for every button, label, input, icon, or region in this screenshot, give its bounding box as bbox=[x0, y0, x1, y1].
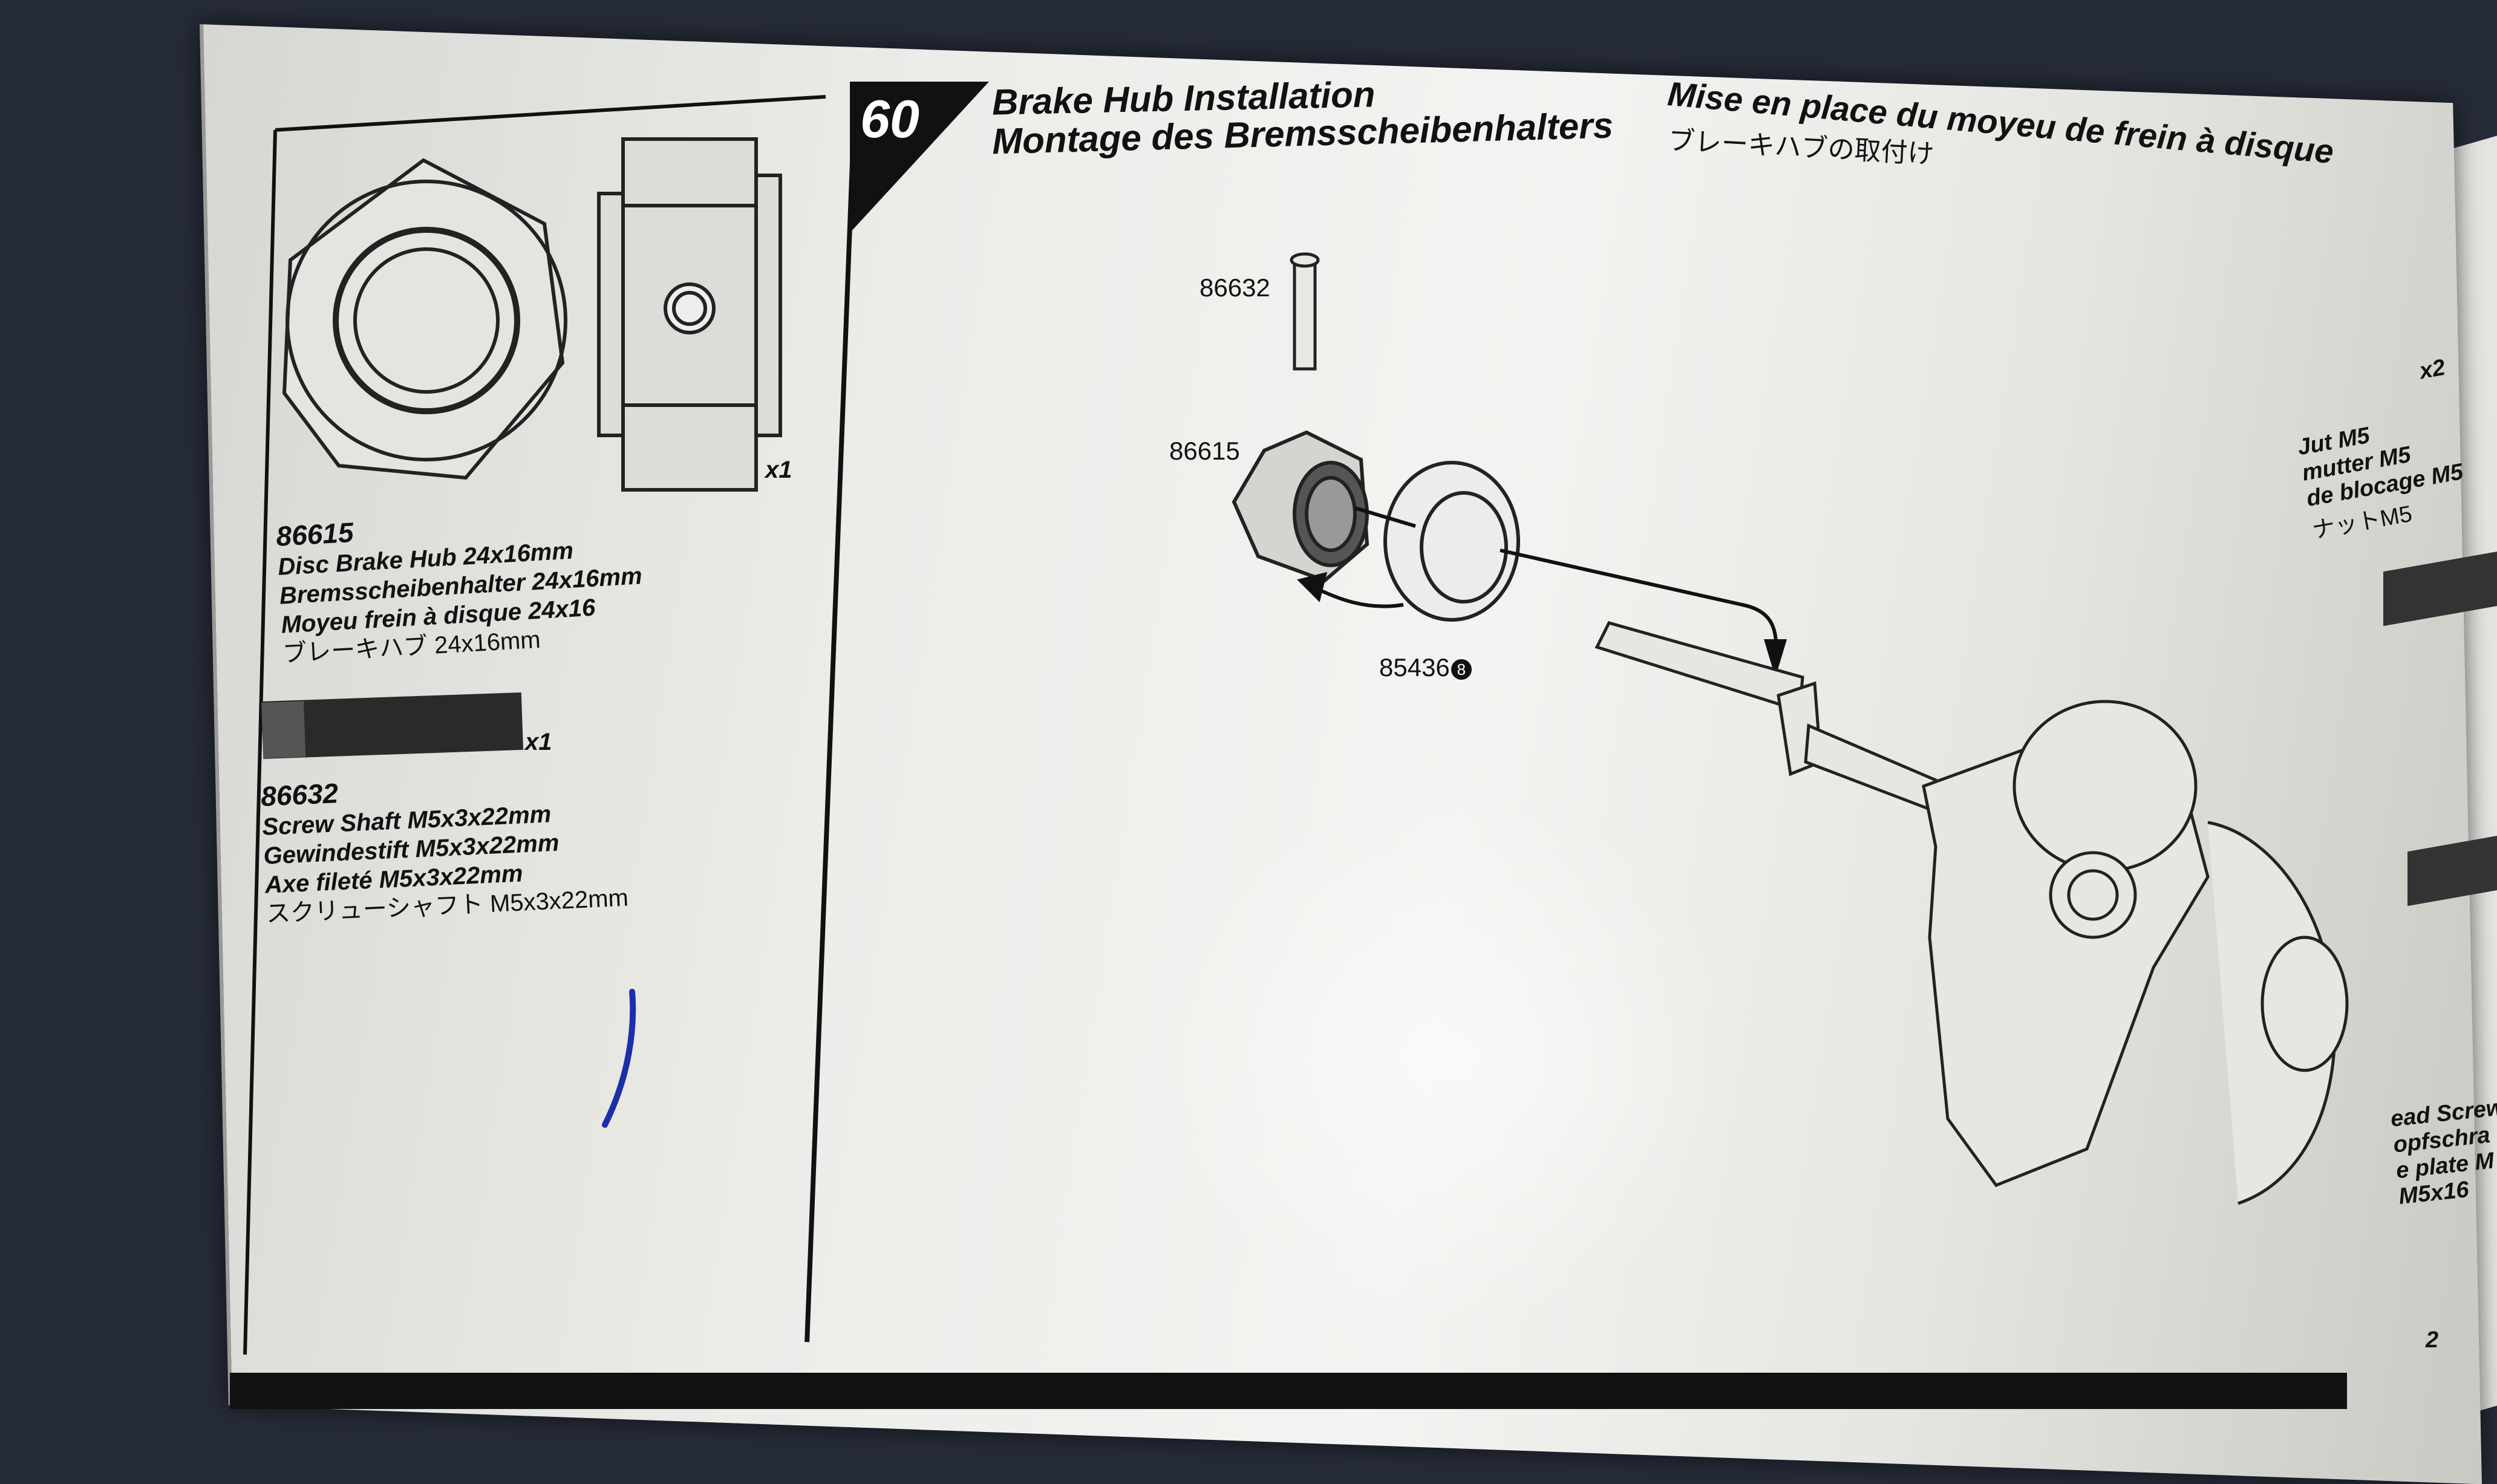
next-page-labels-2: ead Screw opfschra e plate M M5x16 bbox=[2389, 1095, 2497, 1210]
callout-hub: 86615 bbox=[1169, 437, 1240, 465]
part-block-hub: 86615 Disc Brake Hub 24x16mm Bremsscheib… bbox=[275, 500, 646, 668]
hub-86615-icon bbox=[1232, 430, 1369, 583]
step-number: 60 bbox=[860, 89, 919, 149]
callout-screw: 86632 bbox=[1200, 273, 1270, 302]
arrow-lines bbox=[1297, 506, 1787, 678]
next-page-screw-icon bbox=[2383, 550, 2497, 906]
screw-shaft-icon bbox=[261, 692, 524, 759]
bottom-rule bbox=[230, 1373, 2347, 1409]
pen-checkmark bbox=[602, 989, 636, 1128]
screw-86632-icon bbox=[1290, 252, 1320, 371]
next-page-num: 2 bbox=[2426, 1327, 2439, 1353]
light-glare bbox=[1149, 786, 1754, 1330]
photo-scene: 60 Brake Hub Installation Montage des Br… bbox=[200, 24, 2497, 1484]
washer-85436-icon bbox=[1383, 461, 1520, 622]
washer-count-badge: 8 bbox=[1451, 659, 1472, 680]
part-block-screw: 86632 Screw Shaft M5x3x22mm Gewindestift… bbox=[260, 764, 629, 929]
hub-front-icon bbox=[282, 158, 567, 480]
parts-illustrations bbox=[261, 137, 2497, 1205]
panel-lines bbox=[243, 95, 826, 1355]
hub-qty: x1 bbox=[765, 457, 792, 483]
callout-washer-number: 85436 bbox=[1379, 653, 1450, 682]
screw-qty: x1 bbox=[525, 729, 552, 755]
hub-side-icon bbox=[597, 137, 782, 492]
axle-and-gearbox-icon bbox=[1594, 621, 2349, 1205]
next-page-qty: x2 bbox=[2417, 354, 2447, 385]
